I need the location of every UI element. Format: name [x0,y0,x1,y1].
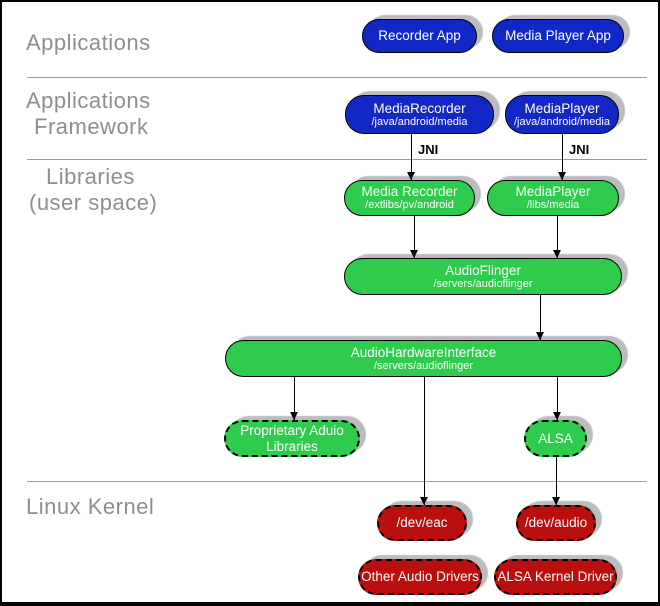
section-label-text: Framework [34,113,149,139]
node-dev-audio: /dev/audio [516,505,596,541]
node-alsa: ALSA [524,420,587,457]
node-alsa-kernel-driver: ALSA Kernel Driver [494,559,617,595]
node-media-recorder-lib: Media Recorder /extlibs/pv/android [344,180,475,216]
node-subtitle: /servers/audioflinger [433,277,533,290]
node-title: ALSA Kernel Driver [497,569,614,585]
node-title: Other Audio Drivers [361,569,479,585]
arrow-ahi-to-proprietary-audio-libraries [290,377,298,420]
node-dev-eac: /dev/eac [377,505,467,541]
arrow-media-recorder-lib-to-audioflinger [410,216,418,258]
node-mediaplayer-framework: MediaPlayer /java/android/media [505,95,619,134]
node-subtitle: /servers/audioflinger [373,359,474,372]
node-mediaplayer-lib: MediaPlayer /libs/media [487,180,619,216]
section-divider [27,159,647,160]
arrow-mediarecorder-fw-to-media-recorder-lib [407,134,415,180]
jni-connector-label: JNI [569,142,590,157]
node-title: /dev/audio [524,515,588,531]
arrow-mediaplayer-lib-to-audioflinger [553,216,561,258]
section-label-libraries-user-space: Libraries (user space) [29,164,157,216]
node-title: ALSA [538,430,573,446]
node-subtitle: /java/android/media [513,115,610,128]
arrow-ahi-to-alsa [553,377,561,420]
section-label-text: Linux Kernel [26,494,155,519]
jni-connector-label: JNI [418,142,439,157]
section-divider [27,481,647,482]
node-title: Media Recorder [361,184,458,200]
section-label-text: Libraries [46,164,135,189]
arrow-ahi-to-dev-eac [420,377,428,505]
node-mediarecorder-framework: MediaRecorder /java/android/media [345,95,494,134]
node-other-audio-drivers: Other Audio Drivers [358,559,482,595]
section-label-linux-kernel: Linux Kernel [26,494,154,520]
node-title: AudioHardwareInterface [350,344,497,360]
node-title: MediaRecorder [373,100,466,116]
node-subtitle: /java/android/media [371,115,468,128]
node-subtitle: /extlibs/pv/android [365,199,454,212]
node-audioflinger: AudioFlinger /servers/audioflinger [344,258,622,295]
section-label-applications-framework: Applications Framework [26,88,151,140]
node-audiohardwareinterface: AudioHardwareInterface /servers/audiofli… [225,340,622,377]
node-title: /dev/eac [396,515,448,531]
node-title: Proprietary Aduio Libraries [240,423,344,454]
section-label-text: (user space) [29,189,158,215]
section-label-text: Applications [26,30,151,55]
node-subtitle: /libs/media [526,199,580,212]
arrow-mediaplayer-fw-to-mediaplayer-lib [558,134,566,180]
node-media-player-app: Media Player App [492,19,624,53]
section-divider [27,77,647,78]
section-label-applications: Applications [26,30,151,56]
node-proprietary-audio-libraries: Proprietary Aduio Libraries [224,420,360,457]
node-title: MediaPlayer [524,100,600,116]
node-recorder-app: Recorder App [362,19,477,53]
arrow-audioflinger-to-audiohardwareinterface [536,295,544,340]
section-label-text: Applications [26,88,151,113]
node-title: MediaPlayer [515,184,591,200]
node-title: Recorder App [378,28,461,44]
node-title: Media Player App [505,28,611,44]
node-title: AudioFlinger [445,262,521,278]
arrow-alsa-to-dev-audio [552,457,560,505]
